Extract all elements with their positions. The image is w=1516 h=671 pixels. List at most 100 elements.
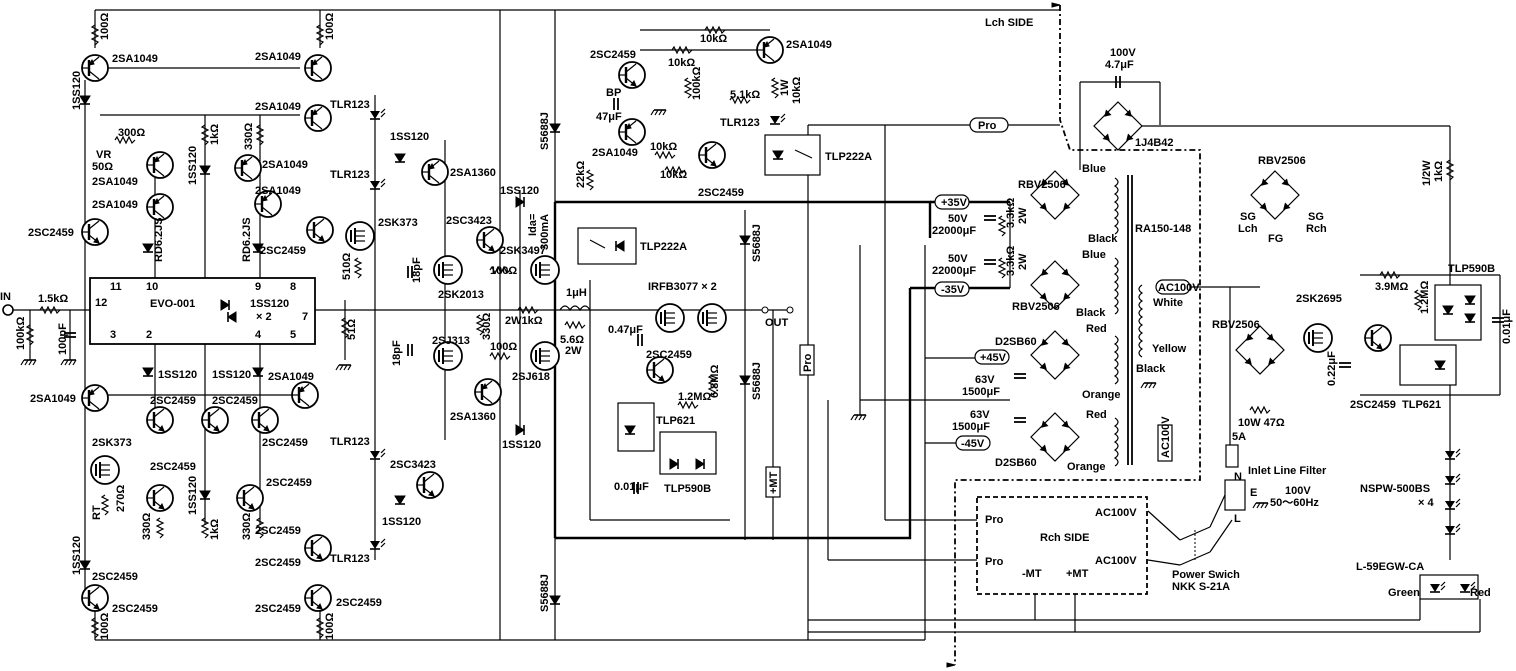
q-2sj313: 2SJ313 xyxy=(432,335,470,371)
label-l1u: 1μH xyxy=(566,287,587,299)
label-1ss120-3: 1SS120 xyxy=(390,131,429,143)
label-r330-1: 330Ω xyxy=(243,123,255,150)
power-supply: Lch SIDE Pro 100V 4.7μF 1J4B42 +35V -35V… xyxy=(808,2,1513,668)
label-inlet: Inlet Line Filter xyxy=(1248,465,1327,477)
pin10: 10 xyxy=(146,281,158,293)
label-fg: FG xyxy=(1268,233,1283,245)
label-r10k-1: 10kΩ xyxy=(700,33,727,45)
label-2sc2459-1: 2SC2459 xyxy=(28,227,74,239)
label-r100-b1: 100Ω xyxy=(99,613,111,640)
label-r330-mid: 330Ω xyxy=(481,313,493,340)
label-r100-g1: 100Ω xyxy=(490,265,517,277)
label-2sj313: 2SJ313 xyxy=(432,335,470,347)
label-pro-r1: Pro xyxy=(985,514,1004,526)
label-nspw: NSPW-500BS xyxy=(1360,483,1430,495)
label-r12w-1k: 1kΩ xyxy=(1433,161,1445,182)
label-c22000-1: 22000μF xyxy=(932,225,976,237)
label-r100k: 100kΩ xyxy=(15,317,27,350)
label-1ss120-4: 1SS120 xyxy=(500,185,539,197)
label-r2w1k: 2W1kΩ xyxy=(505,315,543,327)
label-rbv2506-3: RBV2506 xyxy=(1258,155,1306,167)
label-rch-side: Rch SIDE xyxy=(1040,532,1090,544)
label-s5688j-2: S5688J xyxy=(751,224,763,262)
l-1uh: 1μH 2W1kΩ 5.6Ω 2W xyxy=(505,287,591,357)
pin5: 5 xyxy=(290,329,296,341)
label-2sc2459-b9: 2SC2459 xyxy=(255,603,301,615)
label-2sa1049-2: 2SA1049 xyxy=(255,51,301,63)
label-red-2: Red xyxy=(1086,409,1107,421)
pin7: 7 xyxy=(302,311,308,323)
label-2sk2695: 2SK2695 xyxy=(1296,293,1342,305)
label-r10k-3: 10kΩ xyxy=(650,141,677,153)
evo-001: EVO-001 1SS120 × 2 12 11 10 9 8 7 5 4 3 … xyxy=(89,277,316,345)
label-tlp590b-r: TLP590B xyxy=(1448,263,1495,275)
q-2sk2013: 2SK2013 xyxy=(433,255,484,301)
label-2sc2459-b10: 2SC2459 xyxy=(92,571,138,583)
label-orange-2: Orange xyxy=(1067,461,1106,473)
label-1ss120-b5: 1SS120 xyxy=(382,516,421,528)
label-s5688j-3: S5688J xyxy=(751,362,763,400)
label-1ss120-l1: 1SS120 xyxy=(71,71,83,110)
label-ac100v-r2: AC100V xyxy=(1095,555,1137,567)
label-bp: BP xyxy=(606,87,621,99)
label-c1500-1: 1500μF xyxy=(962,386,1000,398)
label-out: OUT xyxy=(765,317,789,329)
label-v35n: -35V xyxy=(941,284,965,296)
inlet-icon xyxy=(1224,479,1246,511)
q-2sa1360-2: 2SA1360 xyxy=(450,377,503,423)
q-2sa1049-7: 2SA1049 xyxy=(253,185,301,219)
label-2sc2459-p2: 2SC2459 xyxy=(698,187,744,199)
label-lch-side: Lch SIDE xyxy=(985,17,1033,29)
label-r330-b2: 330Ω xyxy=(241,513,253,540)
label-rbv2506-1: RBV2506 xyxy=(1018,179,1066,191)
label-2sa1360-2: 2SA1360 xyxy=(450,411,496,423)
label-2sa1049-5: 2SA1049 xyxy=(92,199,138,211)
label-s5688j-4: S5688J xyxy=(539,574,551,612)
label-sw: Power Swich xyxy=(1172,569,1240,581)
q-2sa1049-4: 2SA1049 xyxy=(92,150,175,188)
label-2sk373-1: 2SK373 xyxy=(378,217,418,229)
label-pro-mid: Pro xyxy=(802,353,814,372)
label-vr50: 50Ω xyxy=(92,161,113,173)
label-2sc2459-2: 2SC2459 xyxy=(260,245,306,257)
label-n: N xyxy=(1234,471,1242,483)
label-ac100v-2: AC100V xyxy=(1160,416,1172,458)
protection-section: 10kΩ 2SC2459 10kΩ 2SA1049 100kΩ 1W 10kΩ … xyxy=(575,26,1060,265)
label-c50v-2: 50V xyxy=(948,253,968,265)
label-2sc2459-m: 2SC2459 xyxy=(646,349,692,361)
label-c18p-1: 18pF xyxy=(411,257,423,283)
r-1k-1: 1kΩ xyxy=(201,124,221,146)
q-2sk373-1: 2SK373 510Ω xyxy=(341,217,418,280)
label-c50v-1: 50V xyxy=(948,213,968,225)
d-1ss120-5: 1SS120 xyxy=(502,424,541,451)
label-r270: 270Ω xyxy=(115,485,127,512)
label-2sc3423-1: 2SC3423 xyxy=(446,215,492,227)
label-r100k-p: 100kΩ xyxy=(691,67,703,100)
label-r1m2-m: 1.2MΩ xyxy=(678,391,711,403)
q-2sa1049-3: 2SA1049 xyxy=(255,101,333,133)
label-ac100v-r1: AC100V xyxy=(1095,507,1137,519)
label-2sa1049-7: 2SA1049 xyxy=(255,185,301,197)
label-r39m: 3.9MΩ xyxy=(1375,281,1408,293)
ida-label: Ida= 300mA xyxy=(527,214,551,250)
label-tlr123-p: TLR123 xyxy=(720,117,760,129)
label-2sa1049-3: 2SA1049 xyxy=(255,101,301,113)
label-2sc2459-b3: 2SC2459 xyxy=(262,437,308,449)
label-1ss120-b3: 1SS120 xyxy=(187,476,199,515)
label-sg-lch: SG xyxy=(1240,211,1256,223)
pin2: 2 xyxy=(146,329,152,341)
label-r330-b1: 330Ω xyxy=(141,513,153,540)
label-rd62js-1: RD6.2JS xyxy=(153,217,165,262)
label-black-1: Black xyxy=(1088,233,1118,245)
label-2sc2459-p1: 2SC2459 xyxy=(590,49,636,61)
d-1ss120-l1: 1SS120 xyxy=(71,71,91,110)
label-black-2: Black xyxy=(1076,307,1106,319)
label-c47: 4.7μF xyxy=(1105,59,1134,71)
label-r510: 510Ω xyxy=(341,253,353,280)
q-2sc3423-1: 2SC3423 xyxy=(446,215,505,255)
label-plus-mt-r: +MT xyxy=(1066,568,1089,580)
vr-300: 300Ω VR 50Ω xyxy=(92,127,145,173)
label-c1500-2: 1500μF xyxy=(952,421,990,433)
label-ac100v-1: AC100V xyxy=(1158,282,1200,294)
